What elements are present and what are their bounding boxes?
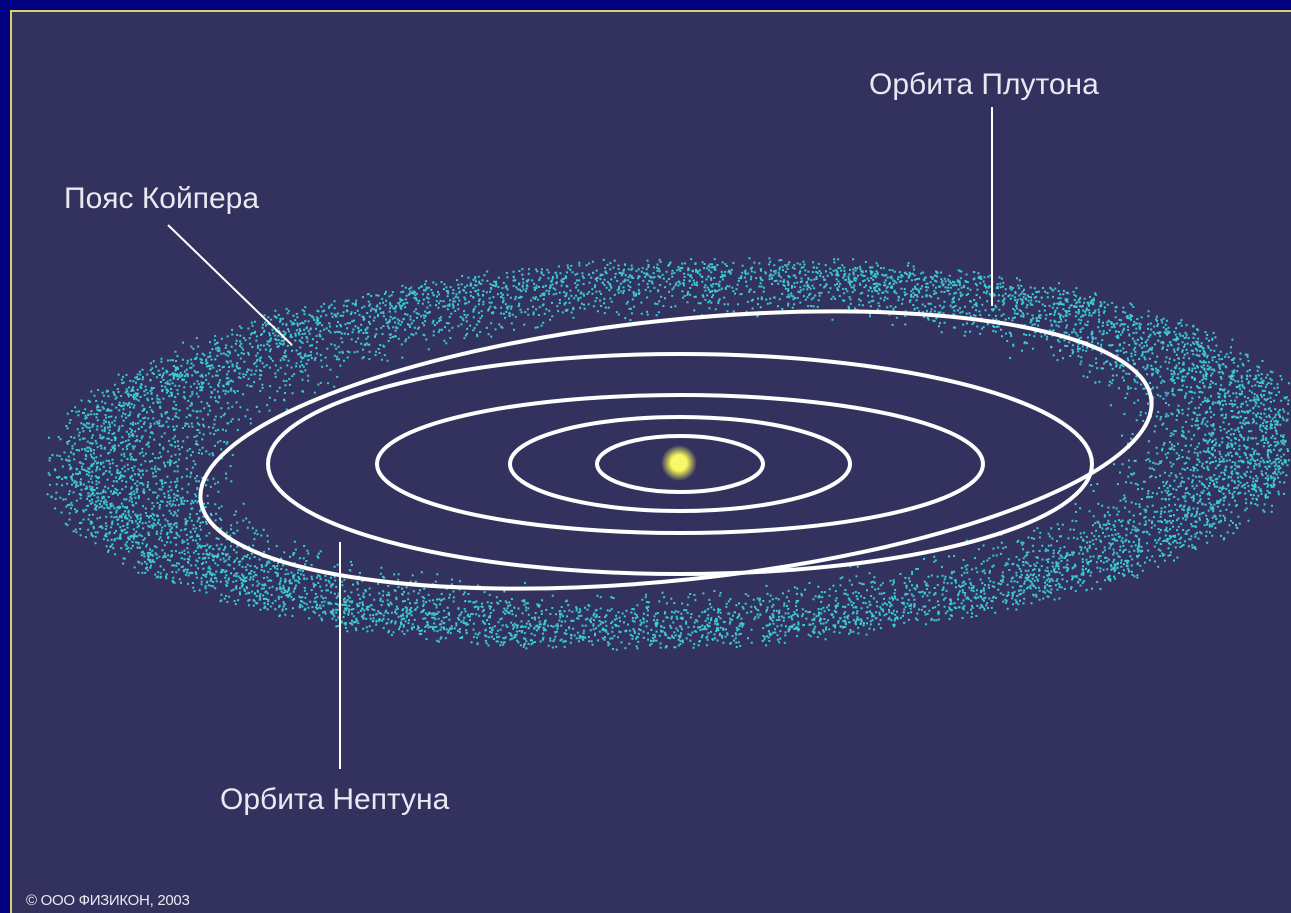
kuiper-belt-label: Пояс Койпера: [64, 182, 260, 215]
solar-system-diagram: [46, 107, 1290, 769]
neptune-orbit-label: Орбита Нептуна: [220, 783, 450, 816]
orbit-1: [595, 434, 765, 494]
diagram-panel: Пояс Койпера Орбита Плутона Орбита Непту…: [10, 10, 1291, 913]
pluto-orbit: [198, 309, 1154, 591]
orbit-3: [375, 393, 985, 535]
pluto-orbit-label: Орбита Плутона: [869, 68, 1099, 101]
neptune-orbit: [266, 352, 1094, 576]
copyright-text: © ООО ФИЗИКОН, 2003: [26, 892, 190, 909]
leader-lines: [167, 107, 993, 769]
kuiper-belt-leader-line: [167, 224, 293, 346]
sun: [671, 455, 687, 471]
orbits-group: [198, 309, 1154, 591]
orbit-2: [508, 415, 852, 513]
